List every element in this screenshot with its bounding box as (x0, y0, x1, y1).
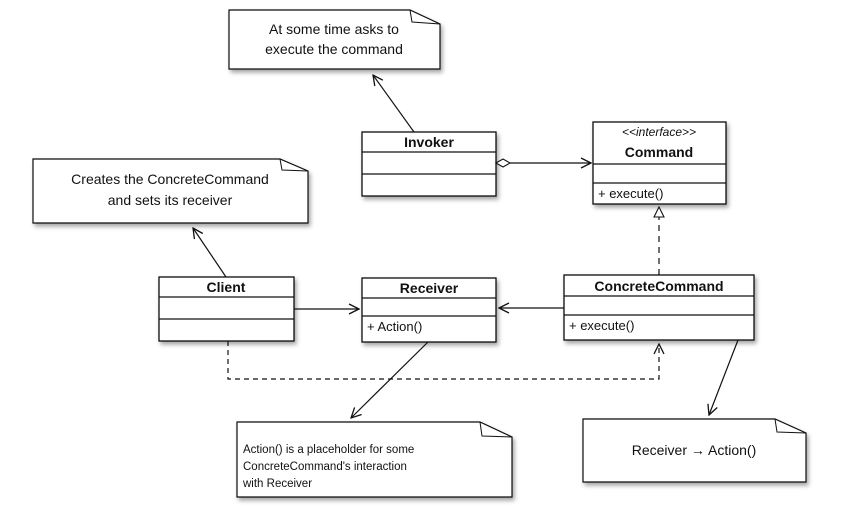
class-receiver-method: + Action() (367, 319, 422, 334)
class-client-name: Client (207, 279, 246, 295)
invoker-note-link (373, 75, 415, 133)
concrete-note-link (709, 339, 739, 415)
note-receiver-line-3: with Receiver (242, 478, 312, 490)
class-concrete-command-method: + execute() (569, 318, 634, 333)
note-concrete: Receiver → Action() (582, 418, 807, 483)
class-command-method: + execute() (598, 186, 663, 201)
class-command-stereotype: <<interface>> (622, 125, 696, 139)
class-command: <<interface>> Command + execute() (592, 121, 727, 205)
class-concrete-command: ConcreteCommand + execute() (563, 274, 755, 341)
note-client: Creates the ConcreteCommand and sets its… (32, 158, 309, 224)
invoker-command-aggregation (494, 159, 591, 167)
client-note-link (193, 228, 227, 278)
note-client-line-2: and sets its receiver (108, 192, 233, 208)
class-command-name: Command (625, 144, 693, 160)
class-receiver: Receiver + Action() (361, 277, 497, 343)
note-receiver: Action() is a placeholder for some Concr… (236, 421, 513, 498)
class-invoker-name: Invoker (404, 134, 454, 150)
receiver-note-link (351, 341, 429, 418)
note-concrete-line-1: Receiver → Action() (632, 442, 756, 458)
class-receiver-name: Receiver (400, 280, 459, 296)
note-client-line-1: Creates the ConcreteCommand (71, 171, 269, 187)
class-invoker: Invoker (361, 131, 497, 197)
note-receiver-line-2: ConcreteCommand's interaction (243, 461, 407, 473)
class-client: Client (158, 276, 295, 342)
note-invoker-line-1: At some time asks to (269, 21, 399, 37)
class-concrete-command-name: ConcreteCommand (594, 278, 723, 294)
note-invoker: At some time asks to execute the command (228, 9, 441, 70)
client-concrete-dependency (227, 341, 659, 380)
note-receiver-line-1: Action() is a placeholder for some (243, 444, 414, 456)
note-invoker-line-2: execute the command (265, 41, 403, 57)
